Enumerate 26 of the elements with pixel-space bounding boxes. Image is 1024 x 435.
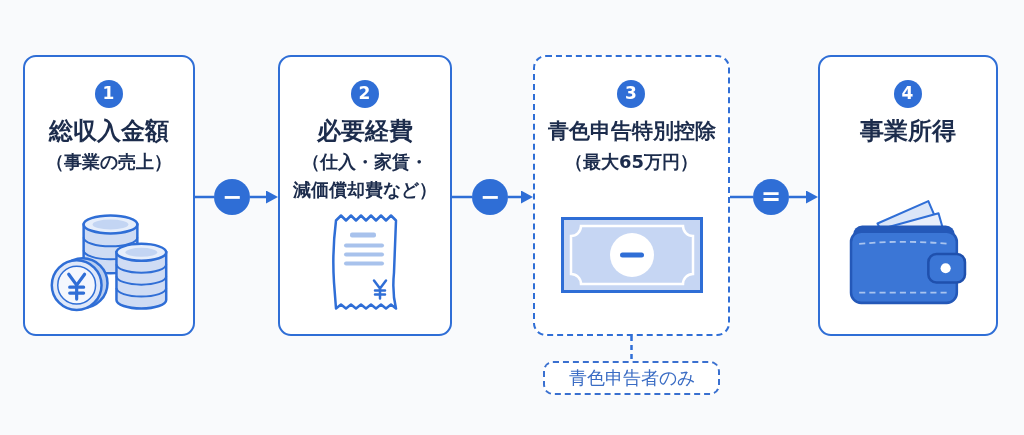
operator-sign: − xyxy=(214,179,250,215)
connector-line xyxy=(452,195,472,199)
step-title: 総収入金額 xyxy=(49,117,169,145)
step-number: 1 xyxy=(94,79,123,108)
connector-line xyxy=(730,195,753,199)
step-number: 4 xyxy=(893,79,922,108)
condition-tag: 青色申告者のみ xyxy=(543,361,720,395)
step-card xyxy=(23,55,195,336)
operator-sign: = xyxy=(753,179,789,215)
arrow xyxy=(789,190,818,204)
step-card xyxy=(533,55,730,336)
step-title: 青色申告特別控除 xyxy=(547,118,716,145)
step-card xyxy=(278,55,452,336)
arrow xyxy=(250,190,278,204)
step-number: 2 xyxy=(350,79,379,108)
dashed-line xyxy=(630,336,633,361)
connector-line xyxy=(195,195,214,199)
step-note: （事業の売上） xyxy=(46,150,172,174)
operator-sign: − xyxy=(472,179,508,215)
step-card xyxy=(818,55,998,336)
step-note: （最大65万円） xyxy=(564,150,699,174)
step-title: 事業所得 xyxy=(860,117,956,145)
step-note: （仕入・家賃・減価償却費など） xyxy=(292,150,438,202)
step-title: 必要経費 xyxy=(317,117,413,145)
arrow xyxy=(508,190,533,204)
step-number: 3 xyxy=(617,79,645,108)
